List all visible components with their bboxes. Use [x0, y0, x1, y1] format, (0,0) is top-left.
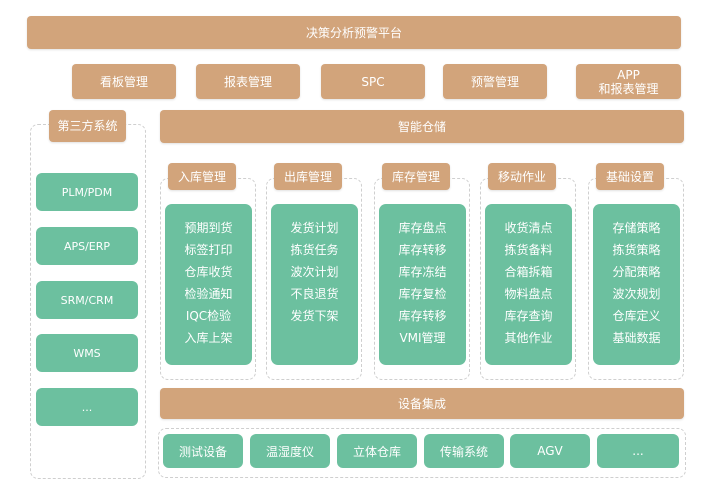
equipment-item: 立体仓库	[337, 434, 417, 468]
column-title: 出库管理	[274, 163, 342, 190]
function-item: 仓库定义	[612, 309, 661, 323]
function-item: 拣货策略	[612, 243, 661, 257]
function-item: 库存盘点	[398, 221, 447, 235]
third-party-item: ...	[36, 388, 138, 426]
function-item: 预期到货	[184, 221, 233, 235]
column-title: 入库管理	[168, 163, 236, 190]
function-item: 发货下架	[290, 309, 339, 323]
column-panel: 收货清点拣货备料合箱拆箱物料盘点库存查询其他作业	[485, 204, 572, 365]
equipment-item: 传输系统	[424, 434, 504, 468]
function-item: VMI管理	[399, 331, 446, 345]
equipment-container	[158, 428, 686, 478]
function-item: 库存转移	[398, 243, 447, 257]
third-party-item: WMS	[36, 334, 138, 372]
function-item: 基础数据	[612, 331, 661, 345]
column-title: 库存管理	[382, 163, 450, 190]
function-item: 库存复检	[398, 287, 447, 301]
third-party-title: 第三方系统	[49, 110, 126, 142]
function-item: 物料盘点	[504, 287, 553, 301]
module-dashboard: 看板管理	[72, 64, 176, 99]
equipment-integration-bar: 设备集成	[160, 388, 684, 419]
function-item: 仓库收货	[184, 265, 233, 279]
function-item: 拣货备料	[504, 243, 553, 257]
function-item: 库存查询	[504, 309, 553, 323]
module-reports: 报表管理	[196, 64, 300, 99]
function-item: 库存冻结	[398, 265, 447, 279]
function-item: IQC检验	[185, 309, 232, 323]
third-party-item: PLM/PDM	[36, 173, 138, 211]
function-item: 入库上架	[184, 331, 233, 345]
column-panel: 存储策略拣货策略分配策略波次规划仓库定义基础数据	[593, 204, 680, 365]
column-title: 移动作业	[488, 163, 556, 190]
function-item: 不良退货	[290, 287, 339, 301]
column-panel: 预期到货标签打印仓库收货检验通知 IQC检验入库上架	[165, 204, 252, 365]
equipment-item: 温湿度仪	[250, 434, 330, 468]
function-item: 分配策略	[612, 265, 661, 279]
function-item: 合箱拆箱	[504, 265, 553, 279]
equipment-item: 测试设备	[163, 434, 243, 468]
function-item: 波次规划	[612, 287, 661, 301]
decision-platform-bar: 决策分析预警平台	[27, 16, 681, 49]
function-item: 库存转移	[398, 309, 447, 323]
equipment-item: AGV	[510, 434, 590, 468]
third-party-item: APS/ERP	[36, 227, 138, 265]
function-item: 收货清点	[504, 221, 553, 235]
module-spc: SPC	[321, 64, 425, 99]
column-title: 基础设置	[596, 163, 664, 190]
function-item: 其他作业	[504, 331, 553, 345]
third-party-item: SRM/CRM	[36, 281, 138, 319]
function-item: 拣货任务	[290, 243, 339, 257]
smart-warehouse-bar: 智能仓储	[160, 110, 684, 143]
function-item: 标签打印	[184, 243, 233, 257]
function-item: 发货计划	[290, 221, 339, 235]
column-panel: 发货计划拣货任务波次计划不良退货发货下架	[271, 204, 358, 365]
function-item: 存储策略	[612, 221, 661, 235]
equipment-item: ...	[597, 434, 679, 468]
function-item: 波次计划	[290, 265, 339, 279]
module-alerts: 预警管理	[443, 64, 547, 99]
function-item: 检验通知	[184, 287, 233, 301]
module-app-reports: APP 和报表管理	[576, 64, 681, 99]
